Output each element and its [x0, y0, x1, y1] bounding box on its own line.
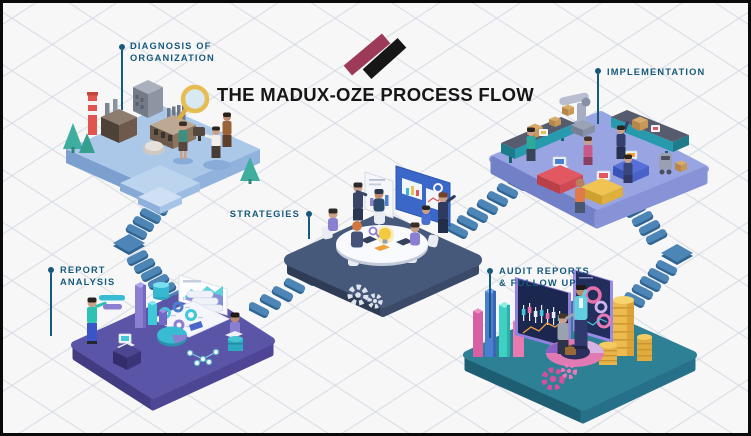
stage-label-line: AUDIT REPORTS [499, 266, 590, 276]
callout-dot-audit [487, 268, 493, 274]
factory-building-dark [101, 99, 137, 143]
magnifier-icon [368, 226, 378, 236]
robot-arm [559, 92, 595, 137]
laptop-desk [113, 333, 141, 370]
platform-steps [120, 165, 200, 214]
callout-dot-report [48, 267, 54, 273]
scene-diagnosis-illustration [63, 80, 260, 214]
stage-label-line: ORGANIZATION [130, 53, 215, 64]
inspectors [173, 112, 232, 170]
callout-line-audit [489, 274, 491, 338]
scene-implementation-illustration [489, 92, 709, 229]
striped-chimney [87, 92, 98, 135]
callout-line-strategies [308, 217, 310, 239]
workstations [537, 150, 649, 205]
tree [63, 123, 260, 184]
callout-line-report [50, 273, 52, 336]
stage-label-line: DIAGNOSIS OF [130, 41, 212, 51]
meeting-attendees [328, 182, 431, 248]
stage-label-diagnosis: DIAGNOSIS OF ORGANIZATION [130, 40, 215, 65]
auditors [557, 285, 588, 355]
storage-dome [143, 141, 165, 155]
audit-chart-board-left [515, 277, 571, 351]
callout-dot-strategies [306, 211, 312, 217]
stage-label-strategies: STRATEGIES [228, 208, 300, 220]
network-nodes [186, 348, 220, 367]
analyst-standing [87, 295, 125, 344]
scene-strategies-illustration [284, 165, 482, 317]
page-title: THE MADUX-OZE PROCESS FLOW [216, 84, 535, 105]
callout-dot-implementation [595, 68, 601, 74]
callout-line-diagnosis [121, 50, 123, 110]
factory-building-gray [133, 80, 163, 118]
briefcase-icon [565, 345, 576, 355]
analyst-sitting [225, 312, 243, 351]
gears-icon [347, 284, 383, 309]
stage-label-audit: AUDIT REPORTS & FOLLOW UP [499, 265, 590, 290]
callout-dot-diagnosis [119, 44, 125, 50]
bar-chart-3d [135, 282, 167, 328]
stage-label-line: IMPLEMENTATION [607, 67, 706, 77]
robot-cart [659, 153, 687, 175]
stage-label-implementation: IMPLEMENTATION [607, 66, 705, 78]
scene-report-analysis-illustration [71, 274, 275, 411]
coin-stacks [599, 296, 652, 365]
stage-label-line: REPORT [60, 265, 106, 275]
stage-label-line: & FOLLOW UP [499, 278, 577, 289]
callout-line-implementation [597, 74, 599, 124]
stage-label-line: ANALYSIS [60, 277, 116, 288]
factory-workers [526, 120, 633, 213]
pie-chart-3d [157, 321, 203, 347]
stage-label-line: STRATEGIES [229, 209, 300, 219]
stage-label-report: REPORT ANALYSIS [60, 264, 115, 289]
cylinder-stack [153, 282, 169, 300]
inspected-machine [193, 127, 205, 141]
gears-icon-pink [541, 362, 578, 391]
magnifier-icon [177, 84, 210, 120]
lightbulb-icon [379, 228, 391, 240]
scene-audit-illustration [463, 269, 697, 424]
presenter [438, 192, 456, 233]
